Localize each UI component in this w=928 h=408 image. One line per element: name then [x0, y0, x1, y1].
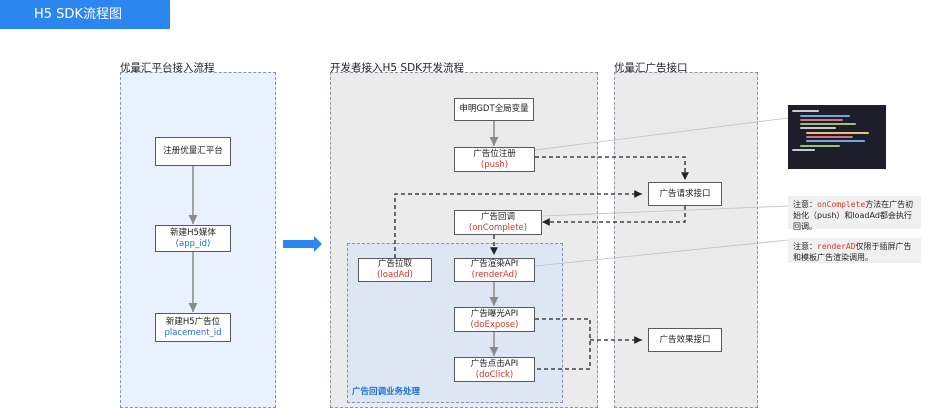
arrow-load-to-request	[394, 190, 642, 258]
note-renderad: 注意：renderAD仅限于插屏广告和模板广告渲染调用。	[788, 238, 921, 263]
note1-code-loadad: loadAd	[852, 211, 880, 220]
annotation-line-note1	[541, 205, 789, 217]
node-reg-title: 广告位注册	[473, 148, 516, 159]
bracket-expose-click	[535, 318, 591, 370]
node-register-platform: 注册优量汇平台	[155, 137, 231, 166]
arrow-reg-to-request	[535, 156, 689, 180]
node-render-title: 广告渲染API	[470, 259, 519, 269]
node-effect-label: 广告效果接口	[659, 334, 711, 345]
note2-code-renderad: renderAD	[817, 242, 856, 251]
node-ad-click: 广告点击API (doClick)	[454, 357, 535, 382]
note2-prefix: 注意：	[793, 242, 817, 251]
annotation-line-code	[534, 117, 789, 151]
middle-panel-label: 开发者接入H5 SDK开发流程	[330, 62, 465, 74]
node-ad-request-api: 广告请求接口	[648, 182, 722, 206]
transition-arrow	[283, 236, 322, 252]
node-expose-sub: (doExpose)	[470, 319, 519, 330]
node-media-title: 新建H5媒体	[170, 227, 216, 238]
node-render-sub: (renderAd)	[471, 270, 518, 280]
right-panel	[614, 72, 758, 408]
node-create-placement: 新建H5广告位 placement_id	[155, 313, 231, 342]
node-declare-gdt: 申明GDT全局变量	[454, 98, 534, 121]
node-click-sub: (doClick)	[475, 369, 514, 380]
arrow-request-to-callback	[542, 206, 686, 226]
left-panel-label: 优量汇平台接入流程	[120, 62, 215, 74]
callback-business-label: 广告回调业务处理	[352, 387, 421, 397]
note1-mid: 方法在广告初始化（push）和	[793, 200, 914, 220]
node-ad-register: 广告位注册 (push)	[454, 147, 535, 172]
note1-prefix: 注意：	[793, 200, 817, 209]
node-placement-sub: placement_id	[164, 327, 222, 338]
node-expose-title: 广告曝光API	[470, 308, 519, 319]
node-callback-sub: (onComplete)	[468, 222, 528, 233]
node-create-media: 新建H5媒体 (app_id)	[155, 225, 231, 252]
note-oncomplete: 注意：onComplete方法在广告初始化（push）和loadAd都会执行回调…	[788, 196, 921, 231]
node-register-label: 注册优量汇平台	[163, 146, 223, 156]
node-ad-effect-api: 广告效果接口	[648, 328, 722, 352]
note1-code-oncomplete: onComplete	[817, 200, 866, 209]
note2-suffix: 仅限于插屏广告和模板广告渲染调用。	[793, 242, 912, 262]
annotation-line-note2	[534, 239, 789, 267]
page-title: H5 SDK流程图	[34, 7, 122, 22]
note1-suffix: 都会执行回调。	[793, 211, 912, 231]
page-title-tab: H5 SDK流程图	[0, 0, 170, 29]
node-request-label: 广告请求接口	[659, 188, 711, 199]
node-load-sub: (loadAd)	[377, 270, 413, 280]
node-ad-callback: 广告回调 (onComplete)	[454, 210, 542, 235]
node-placement-title: 新建H5广告位	[165, 316, 221, 327]
node-media-sub: (app_id)	[175, 238, 211, 249]
node-load-title: 广告拉取	[377, 259, 412, 269]
right-panel-label: 优量汇广告接口	[614, 62, 688, 74]
node-callback-title: 广告回调	[480, 211, 515, 222]
node-reg-sub: (push)	[480, 159, 509, 170]
node-declare-label: 申明GDT全局变量	[459, 104, 529, 114]
node-click-title: 广告点击API	[470, 358, 519, 369]
node-ad-render: 广告渲染API (renderAd)	[454, 258, 535, 282]
code-snippet-thumbnail	[788, 105, 886, 169]
node-ad-load: 广告拉取 (loadAd)	[358, 258, 432, 282]
node-ad-expose: 广告曝光API (doExpose)	[454, 307, 535, 332]
